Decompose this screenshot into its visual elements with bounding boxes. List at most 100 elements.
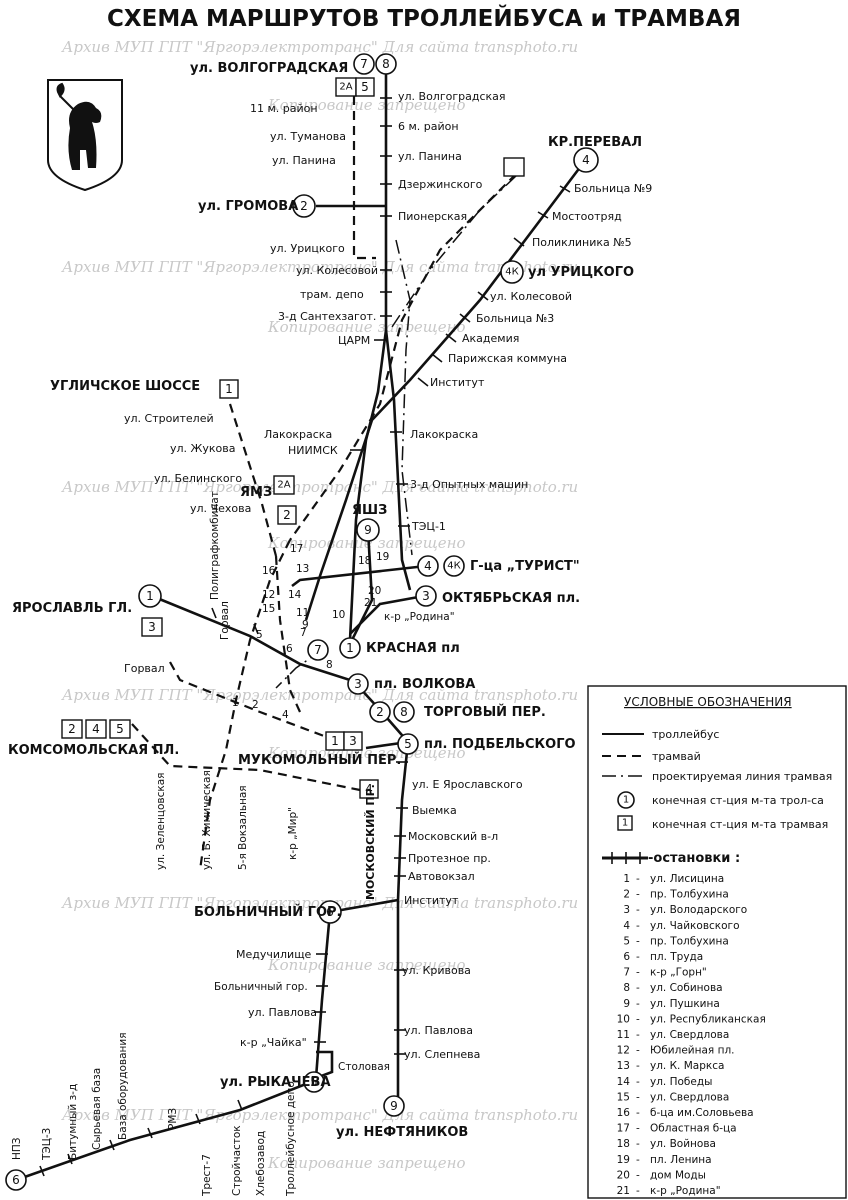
stop-label: Академия: [462, 332, 519, 345]
legend-stop-name: дом Моды: [650, 1169, 706, 1181]
map-title: СХЕМА МАРШРУТОВ ТРОЛЛЕЙБУСА и ТРАМВАЯ: [107, 4, 741, 32]
tram-terminal-number: 4: [92, 722, 100, 736]
legend-stop-dash: -: [636, 1185, 640, 1197]
stop-label: ул. Строителей: [124, 412, 214, 425]
street-label: Сырьевая база: [91, 1068, 103, 1150]
watermark: Копирование запрещено: [267, 318, 466, 336]
terminal-number: 6: [326, 905, 334, 919]
center-stop-number: 2: [252, 699, 259, 711]
center-stop-number: 12: [262, 589, 275, 601]
legend-stop-dash: -: [636, 998, 640, 1010]
legend-stop-name: пр. Толбухина: [650, 935, 729, 947]
stop-label: Больница №9: [574, 182, 652, 195]
center-stop-number: 6: [286, 643, 293, 655]
legend-stop-name: ул. Володарского: [650, 904, 747, 916]
stop-label: ул. Белинского: [154, 472, 242, 485]
legend-stop-name: пл. Ленина: [650, 1154, 712, 1166]
trolley-line-turist: [291, 564, 427, 588]
trolley-loop-stolovaya: [315, 1050, 334, 1080]
legend-stop-dash: -: [636, 1138, 640, 1150]
terminal-number: 8: [382, 57, 390, 71]
stop-label: Протезное пр.: [408, 852, 491, 865]
stop-label: ул. Панина: [272, 154, 336, 167]
center-stop-numbers: 17 16 13 12 15 14 11 5 6 9 10 18 20 21 1…: [232, 543, 389, 721]
stop-label: ул. Кривова: [402, 964, 471, 977]
legend-stop-dash: -: [636, 920, 640, 932]
stop-labels-south: ул. Е Ярославского Выемка Московский в-л…: [402, 778, 523, 1061]
stop-label: к-р „Родина": [384, 611, 455, 623]
watermark: Копирование запрещено: [267, 1154, 466, 1172]
tram-terminal-number: 1: [331, 734, 339, 748]
legend-stop-number: 20: [617, 1169, 630, 1181]
stop-label: 3-д Сантехзагот.: [278, 310, 376, 323]
tram-terminal-number: 5: [116, 722, 124, 736]
terminal-name: ЯМЗ: [240, 485, 272, 500]
terminal-name: КР.ПЕРЕВАЛ: [548, 135, 642, 150]
terminal-number: 3: [354, 677, 362, 691]
tram-line-center: [274, 555, 302, 713]
watermark: Архив МУП ГПТ "Яргорэлектротранс" Для са…: [61, 686, 578, 704]
terminal-number: 6: [12, 1173, 20, 1187]
stop-label: Поликлиника №5: [532, 236, 632, 249]
street-label: Горвал: [219, 601, 231, 640]
stop-label: трам. депо: [300, 288, 364, 301]
stop-label: Выемка: [412, 804, 457, 817]
street-label: Трест-7: [201, 1154, 213, 1197]
street-label: ул. Зеленцовская: [155, 773, 167, 870]
legend-troll-terminal: конечная ст-ция м-та трол-са: [652, 794, 824, 807]
street-label: 5-я Вокзальная: [237, 785, 249, 870]
stop-label: ТЭЦ-1: [411, 520, 446, 533]
legend-trolleybus: троллейбус: [652, 728, 719, 741]
trolley-line-yaroslavl: [151, 594, 359, 688]
legend-stops-heading: -остановки :: [648, 851, 740, 866]
street-label: Троллейбусное депо: [285, 1081, 297, 1197]
tram-terminal-number: 2: [283, 508, 291, 522]
stop-label: ул. Павлова: [404, 1024, 473, 1037]
tram-line-north: [352, 96, 376, 260]
stop-label: ул. Колесовой: [490, 290, 572, 303]
trolleybus-terminals: 7 8 4 2 4К 1 9 4 4К 3 7 1 3 2 8 5 6 5 9 …: [5, 53, 599, 1191]
legend-stop-name: к-р „Родина": [650, 1185, 721, 1197]
terminal-name: МУКОМОЛЬНЫЙ ПЕР.: [238, 752, 401, 768]
trolley-line-yashz: [350, 529, 374, 641]
stop-label: Дзержинского: [398, 178, 483, 191]
stop-labels-tram-left: ул. Строителей ул. Жукова ул. Белинского…: [124, 412, 455, 675]
stop-label: Больничный гор.: [214, 981, 308, 993]
legend-stop-number: 12: [617, 1045, 630, 1057]
center-stop-number: 7: [300, 627, 307, 639]
street-label: НПЗ: [11, 1137, 23, 1160]
tram-lines: [131, 96, 517, 871]
legend-stop-name: б-ца им.Соловьева: [650, 1107, 754, 1119]
center-stop-number: 21: [364, 597, 377, 609]
tram-terminal-number: 2: [68, 722, 76, 736]
street-label: ТЭЦ-3: [41, 1128, 53, 1161]
legend-sample-number: 1: [623, 795, 629, 806]
stop-label: Институт: [430, 376, 485, 389]
legend-stop-number: 1: [623, 873, 630, 885]
tram-terminal-number: 1: [225, 382, 233, 396]
legend-stop-number: 9: [623, 998, 630, 1010]
legend-stop-name: ул. Республиканская: [650, 1013, 766, 1025]
legend-stop-number: 4: [623, 920, 630, 932]
terminal-number: 4: [582, 153, 590, 167]
legend-stop-dash: -: [636, 935, 640, 947]
legend-stop-number: 19: [617, 1154, 630, 1166]
stop-label: ул. Чехова: [190, 502, 251, 515]
legend-stop-dash: -: [636, 951, 640, 963]
center-stop-number: 4: [282, 709, 289, 721]
street-label: РМЗ: [167, 1108, 179, 1130]
center-stop-number: 14: [288, 589, 302, 601]
legend-stop-dash: -: [636, 967, 640, 979]
coat-of-arms-icon: [47, 79, 123, 192]
trolley-line-moskovsky: [396, 741, 410, 1104]
stop-label: Медучилище: [236, 948, 312, 961]
terminal-number: 4К: [505, 267, 518, 278]
tram-terminal-number: 3: [148, 620, 156, 634]
terminal-number: 7: [314, 643, 322, 657]
street-label: Стройчасток: [231, 1125, 243, 1196]
legend-stop-number: 3: [623, 904, 630, 916]
legend-stop-number: 2: [623, 889, 630, 901]
tram-terminal-number: 2А: [339, 82, 352, 93]
terminal-number: 7: [360, 57, 368, 71]
